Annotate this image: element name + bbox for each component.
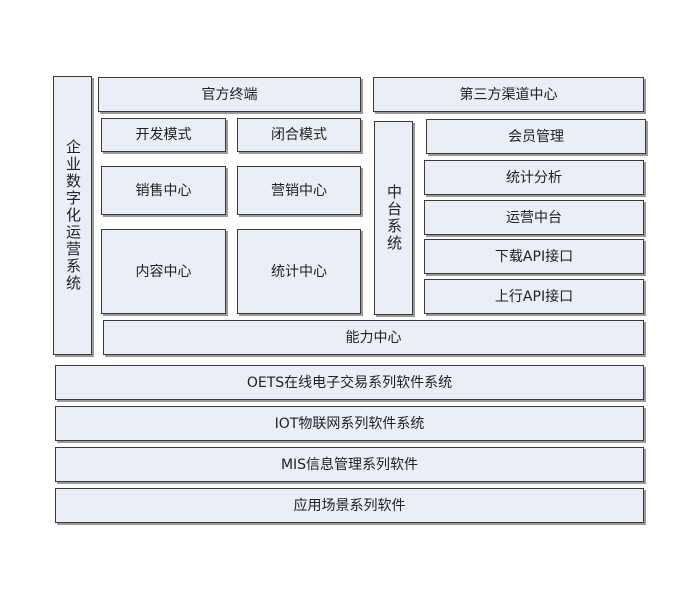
third-party-channel-center-box: 第三方渠道中心: [373, 77, 644, 112]
official-terminal-box: 官方终端: [98, 77, 361, 112]
dev-mode-box: 开发模式: [101, 118, 226, 152]
closed-mode-box: 闭合模式: [237, 118, 361, 152]
bottom-layer-iot: IOT物联网系列软件系统: [55, 406, 644, 441]
bottom-layer-label: 应用场景系列软件: [293, 497, 406, 514]
capability-center-box: 能力中心: [103, 320, 644, 355]
official-terminal-label: 官方终端: [201, 86, 258, 103]
operations-platform-box: 运营中台: [424, 200, 644, 235]
sales-center-label: 销售中心: [135, 182, 192, 199]
bottom-layer-label: OETS在线电子交易系列软件系统: [246, 374, 453, 391]
member-management-label: 会员管理: [508, 128, 564, 145]
download-api-box: 下载API接口: [424, 239, 644, 274]
statistics-analysis-label: 统计分析: [506, 169, 562, 186]
middle-platform-system-box: 中台系统: [374, 121, 413, 315]
operations-platform-label: 运营中台: [506, 209, 562, 226]
upload-api-label: 上行API接口: [494, 288, 574, 305]
third-party-channel-center-label: 第三方渠道中心: [459, 86, 558, 103]
stats-center-label: 统计中心: [271, 263, 327, 280]
closed-mode-label: 闭合模式: [271, 127, 327, 143]
member-management-box: 会员管理: [426, 119, 646, 154]
marketing-center-label: 营销中心: [271, 182, 327, 199]
bottom-layer-mis: MIS信息管理系列软件: [55, 447, 644, 482]
bottom-layer-application-scenarios: 应用场景系列软件: [55, 488, 644, 523]
content-center-label: 内容中心: [135, 263, 192, 280]
statistics-analysis-box: 统计分析: [424, 160, 644, 195]
bottom-layer-label: IOT物联网系列软件系统: [274, 415, 425, 432]
capability-center-label: 能力中心: [345, 329, 402, 346]
bottom-layer-oets: OETS在线电子交易系列软件系统: [55, 365, 644, 400]
stats-center-box: 统计中心: [237, 229, 361, 314]
dev-mode-label: 开发模式: [135, 127, 192, 143]
sales-center-box: 销售中心: [101, 166, 226, 215]
content-center-box: 内容中心: [101, 229, 226, 314]
upload-api-box: 上行API接口: [424, 279, 644, 314]
download-api-label: 下载API接口: [494, 248, 574, 265]
marketing-center-box: 营销中心: [237, 166, 361, 215]
enterprise-digital-ops-system: 企业数字化运营系统: [53, 76, 92, 355]
middle-platform-system-label: 中台系统: [385, 184, 403, 252]
bottom-layer-label: MIS信息管理系列软件: [280, 456, 419, 473]
enterprise-digital-ops-label: 企业数字化运营系统: [64, 139, 82, 292]
